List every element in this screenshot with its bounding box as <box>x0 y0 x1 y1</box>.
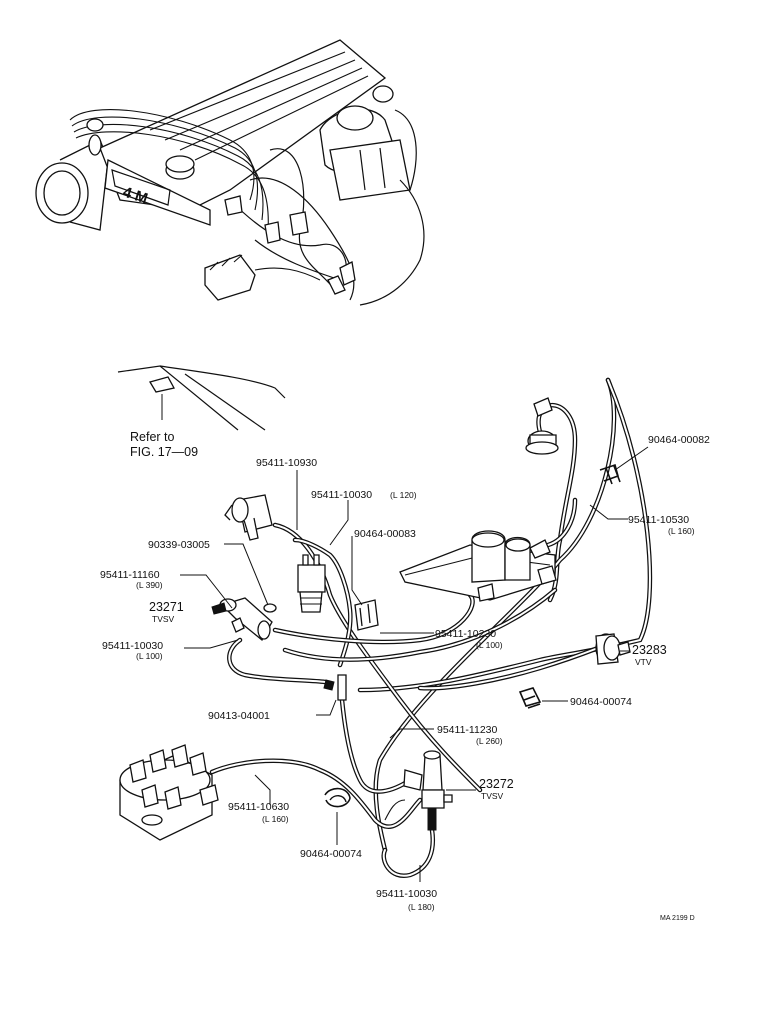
diaphragm-actuator <box>525 397 559 455</box>
label-90464-00083: 90464-00083 <box>354 528 416 540</box>
label-23271-name: TVSV <box>152 614 175 624</box>
clamp-90464-00082 <box>599 463 621 485</box>
intake-assembly <box>399 530 557 602</box>
label-95411-10230: 95411-10230 <box>435 628 496 640</box>
clamp-90464-00074-bottom <box>324 787 351 808</box>
label-95411-10930: 95411-10930 <box>256 457 317 469</box>
hose-routing <box>209 377 653 879</box>
vacuum-switching-valve <box>224 494 273 541</box>
gasket-90339-03005 <box>263 603 277 613</box>
label-90413-04001: 90413-04001 <box>208 710 270 722</box>
label-95411-11230: 95411-11230 <box>437 724 497 736</box>
label-23271-code: 23271 <box>149 600 184 614</box>
label-95411-10030-l120-length: (L 120) <box>390 490 417 500</box>
engine-overview: 4 M <box>35 39 425 306</box>
label-95411-10530-length: (L 160) <box>668 526 695 536</box>
label-23283-name: VTV <box>635 657 652 667</box>
label-90464-00074-right: 90464-00074 <box>570 696 632 708</box>
refer-text-line2: FIG. 17—09 <box>130 445 198 459</box>
label-23272-name: TVSV <box>481 791 504 801</box>
label-95411-11160: 95411-11160 <box>100 569 160 581</box>
clamp-90464-00074-right <box>518 687 542 709</box>
clamp-90464-00083 <box>354 599 379 631</box>
label-90464-00074-bottom: 90464-00074 <box>300 848 362 860</box>
label-95411-10630: 95411-10630 <box>228 801 289 813</box>
label-95411-10030-l100: 95411-10030 <box>102 640 163 652</box>
label-90339-03005: 90339-03005 <box>148 539 210 551</box>
drawing-code: MA 2199 D <box>660 915 695 922</box>
union-90413-04001 <box>323 674 347 701</box>
bvsv-valve <box>297 554 326 613</box>
label-23272-code: 23272 <box>479 777 514 791</box>
refer-text-line1: Refer to <box>130 430 175 444</box>
label-95411-10030-l180-length: (L 180) <box>408 902 435 912</box>
tvsv-23271 <box>211 597 273 641</box>
reference-inset: Refer to FIG. 17—09 <box>117 365 286 459</box>
engine-badge: 4 M <box>121 184 150 208</box>
part-labels: 95411-10930 95411-10030 (L 120) 90464-00… <box>100 434 710 922</box>
label-95411-10630-length: (L 160) <box>262 814 289 824</box>
label-95411-10230-length: (L 100) <box>476 640 503 650</box>
label-23283-code: 23283 <box>632 643 667 657</box>
tvsv-23272 <box>384 750 453 831</box>
label-95411-10530: 95411-10530 <box>628 514 689 526</box>
label-95411-11230-length: (L 260) <box>476 736 503 746</box>
distributor <box>119 744 219 841</box>
label-95411-11160-length: (L 390) <box>136 580 163 590</box>
label-95411-10030-l100-length: (L 100) <box>136 651 163 661</box>
label-95411-10030-l120: 95411-10030 <box>311 489 372 501</box>
vtv-23283 <box>595 633 631 665</box>
label-95411-10030-l180: 95411-10030 <box>376 888 437 900</box>
label-90464-00082: 90464-00082 <box>648 434 710 446</box>
leader-lines <box>180 446 649 882</box>
